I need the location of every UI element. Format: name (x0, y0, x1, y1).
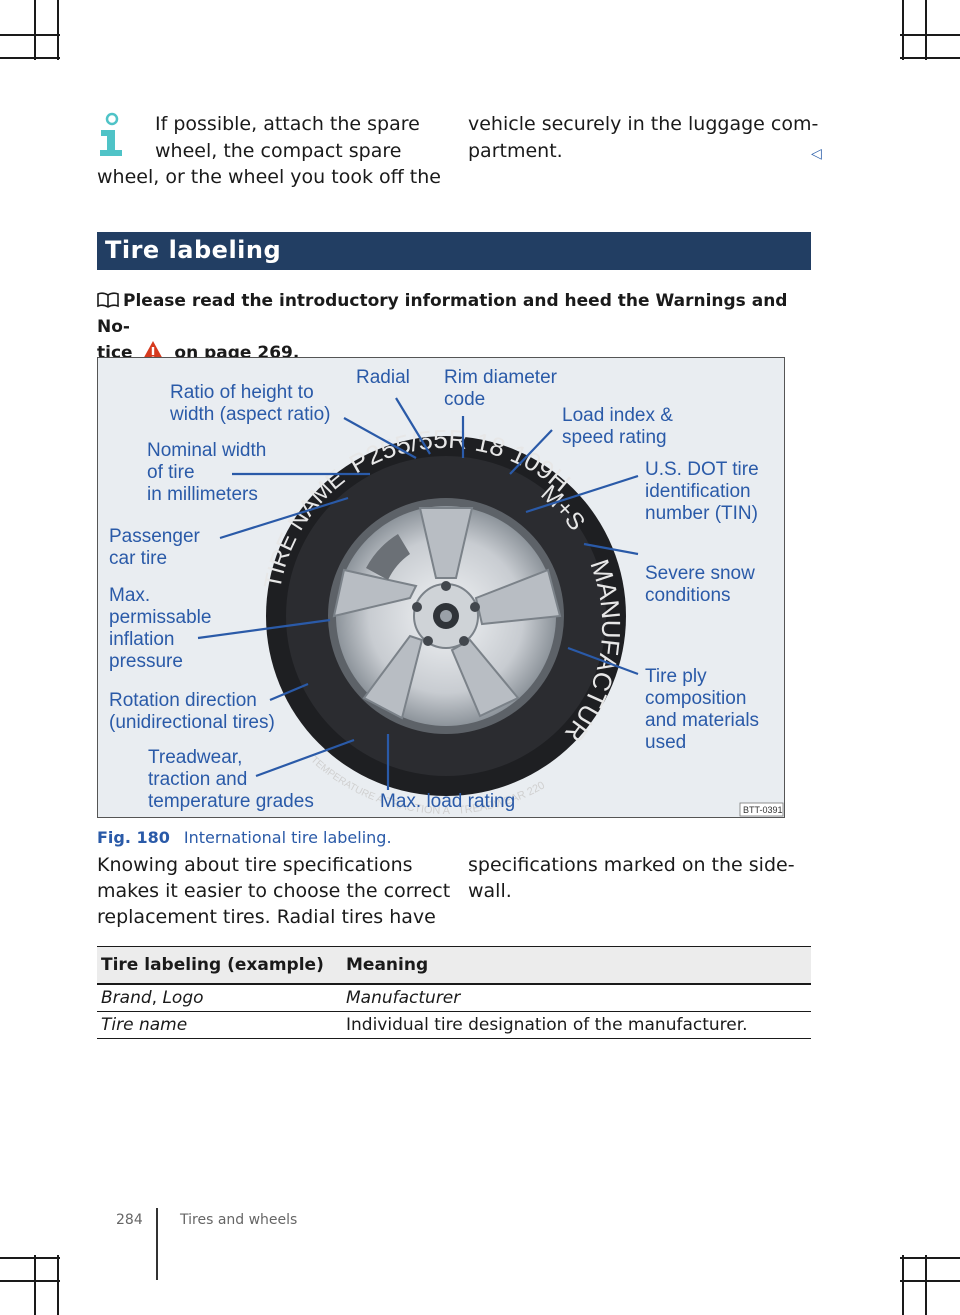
crop-mark (0, 57, 60, 59)
section-title: Tire labeling (105, 236, 281, 264)
table-header: Tire labeling (example) Meaning (97, 947, 811, 985)
crop-mark (900, 1280, 960, 1282)
intro-note: Please read the introductory information… (97, 288, 811, 366)
body-line: makes it easier to choose the correct (97, 878, 450, 905)
crop-mark (902, 1255, 904, 1315)
tire-labeling-table: Tire labeling (example) Meaning Brand, L… (97, 946, 811, 1039)
page-number: 284 (116, 1212, 143, 1228)
note-line: wheel, or the wheel you took off the (97, 164, 441, 191)
end-marker-icon: ◁ (811, 146, 822, 162)
tire-diagram: P255/55R 18 109H TIRE NAME M+S MANUFACTU… (98, 358, 784, 817)
crop-mark (0, 34, 60, 36)
note-line: If possible, attach the spare (155, 111, 420, 138)
tire-labeling-figure: P255/55R 18 109H TIRE NAME M+S MANUFACTU… (97, 357, 785, 818)
label-rotation-direction: Rotation direction(unidirectional tires) (109, 690, 275, 733)
caption-text: International tire labeling. (184, 828, 392, 847)
center-cap-logo (440, 610, 452, 622)
crop-mark (0, 1280, 60, 1282)
header-meaning: Meaning (346, 955, 811, 975)
crop-mark (900, 1257, 960, 1259)
crop-mark (57, 0, 59, 60)
section-header: Tire labeling (97, 232, 811, 270)
crop-mark (0, 1257, 60, 1259)
cell-label: Brand, Logo (97, 988, 346, 1008)
body-line: replacement tires. Radial tires have (97, 904, 436, 931)
note-line: vehicle securely in the luggage com- (468, 111, 818, 138)
crop-mark (902, 0, 904, 60)
cell-meaning: Manufacturer (346, 988, 811, 1008)
crop-mark (925, 0, 927, 60)
crop-mark (900, 57, 960, 59)
crop-mark (925, 1255, 927, 1315)
table-row: Tire name Individual tire designation of… (97, 1012, 811, 1039)
table-row: Brand, Logo Manufacturer (97, 985, 811, 1012)
body-line: wall. (468, 878, 512, 905)
crop-mark (34, 1255, 36, 1315)
info-icon (96, 112, 126, 160)
chapter-title: Tires and wheels (180, 1212, 297, 1228)
cell-meaning: Individual tire designation of the manuf… (346, 1015, 811, 1035)
cell-label: Tire name (97, 1015, 346, 1035)
intro-line-1: Please read the introductory information… (97, 291, 787, 337)
note-line: partment. (468, 138, 563, 165)
label-load-index: Load index &speed rating (562, 405, 673, 448)
footer-divider (156, 1208, 158, 1280)
book-icon (97, 292, 119, 308)
crop-mark (57, 1255, 59, 1315)
label-max-load: Max. load rating (380, 791, 515, 812)
caption-number: Fig. 180 (97, 828, 170, 847)
note-line: wheel, the compact spare (155, 138, 401, 165)
figure-caption: Fig. 180 International tire labeling. (97, 828, 392, 847)
label-radial: Radial (356, 367, 410, 388)
header-label: Tire labeling (example) (97, 955, 346, 975)
crop-mark (34, 0, 36, 60)
crop-mark (900, 34, 960, 36)
body-line: Knowing about tire specifications (97, 852, 413, 879)
figure-code: BTT-0391 (743, 805, 783, 815)
body-line: specifications marked on the side- (468, 852, 795, 879)
